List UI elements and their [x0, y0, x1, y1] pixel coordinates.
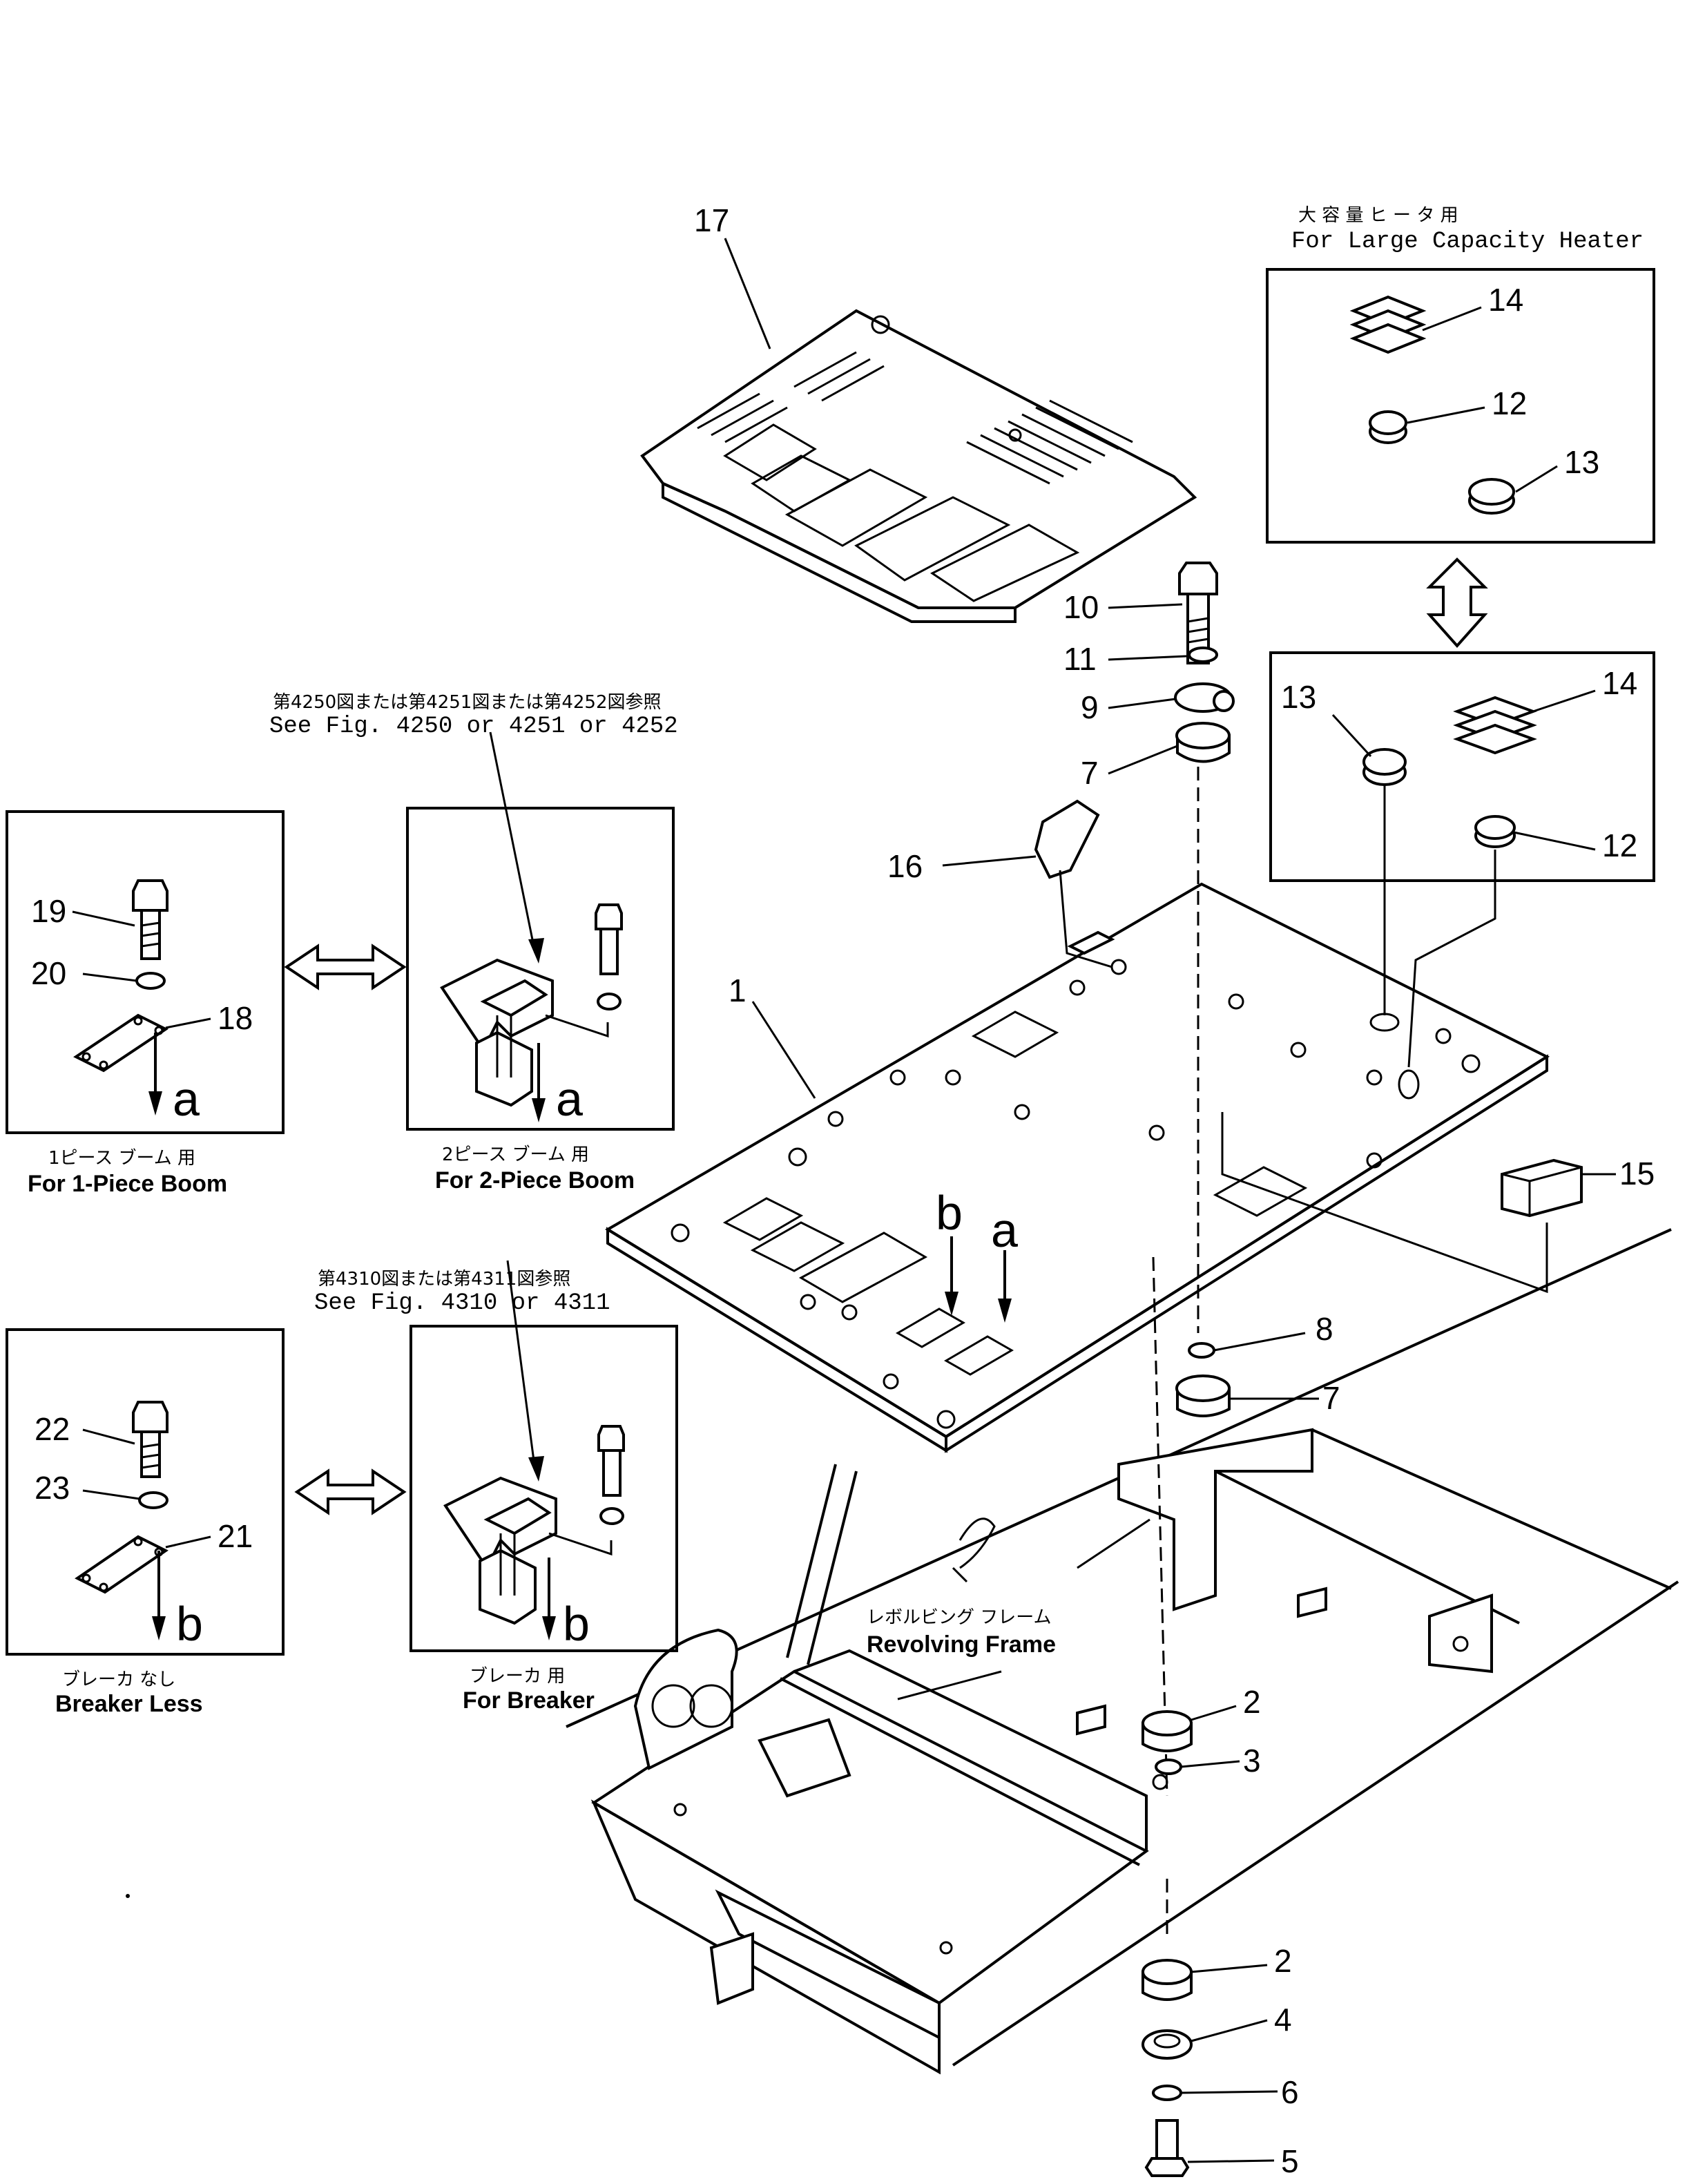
top-cover-part-17 [640, 309, 1197, 623]
callout-17: 17 [694, 202, 729, 238]
callout-5: 5 [1281, 2143, 1299, 2179]
bolt-part-19 [132, 879, 168, 960]
plug-part-14-large [1349, 295, 1427, 354]
bolt-part-5 [1144, 2119, 1190, 2177]
letter-b-breaker-less: b [176, 1597, 203, 1651]
double-arrow-breaker [294, 1468, 407, 1515]
letter-a-one-piece: a [173, 1072, 200, 1126]
caption-fig-ref-boom-jp: 第4250図または第4251図または第4252図参照 [273, 692, 662, 713]
cover-plate-part-21 [75, 1535, 168, 1594]
caption-one-piece-jp: 1ピース ブーム 用 [48, 1148, 195, 1169]
cushion-part-2-upper [1142, 1710, 1193, 1752]
letter-a-plate: a [991, 1203, 1018, 1257]
caption-for-breaker-en: For Breaker [463, 1687, 595, 1714]
callout-12: 12 [1492, 385, 1527, 421]
cushion-part-7-upper [1175, 722, 1231, 763]
callout-9: 9 [1081, 689, 1099, 725]
washer-part-20 [135, 972, 166, 990]
letter-b-for-breaker: b [563, 1597, 590, 1651]
caption-breaker-less-jp: ブレーカ なし [62, 1669, 175, 1690]
bracket-part-16 [1034, 799, 1100, 879]
washer-part-8 [1188, 1342, 1215, 1359]
cushion-part-7-lower [1175, 1374, 1231, 1417]
caption-two-piece-jp: 2ピース ブーム 用 [442, 1144, 589, 1165]
callout-6: 6 [1281, 2074, 1299, 2110]
caption-fig-ref-boom-en: See Fig. 4250 or 4251 or 4252 [269, 713, 678, 740]
standard-heater-box [1269, 651, 1655, 882]
callout-2-lower: 2 [1274, 1943, 1292, 1979]
double-arrow-vertical [1426, 557, 1488, 649]
caption-two-piece-en: For 2-Piece Boom [435, 1167, 635, 1194]
leader-lines [72, 238, 1616, 2163]
bracket-two-piece-boom [440, 958, 554, 1107]
caption-revolving-frame-en: Revolving Frame [867, 1631, 1056, 1658]
revolving-frame [566, 1228, 1679, 2075]
cover-plate-part-18 [73, 1013, 168, 1073]
callout-11: 11 [1063, 641, 1097, 677]
caption-for-breaker-jp: ブレーカ 用 [470, 1666, 565, 1687]
callout-13: 13 [1564, 444, 1599, 480]
caption-fig-ref-breaker-en: See Fig. 4310 or 4311 [314, 1290, 610, 1316]
callout-numbers: 17 14 12 13 10 11 9 7 13 14 12 16 1 15 1… [31, 202, 1655, 2179]
bolt-for-breaker [597, 1425, 625, 1497]
breaker-less-box [6, 1328, 285, 1656]
detail-letters: a a b b b a [173, 1072, 1018, 1651]
double-arrow-boom [284, 943, 407, 990]
callout-7-upper: 7 [1081, 755, 1099, 791]
callout-14: 14 [1488, 282, 1523, 318]
plug-part-13-large [1468, 478, 1515, 515]
caption-large-heater-en: For Large Capacity Heater [1291, 229, 1644, 255]
callout-15: 15 [1619, 1156, 1655, 1191]
bolt-two-piece-boom [595, 903, 623, 975]
callout-22: 22 [35, 1411, 70, 1447]
callout-12-standard: 12 [1602, 827, 1637, 863]
grommet-part-12-large [1369, 410, 1407, 444]
for-breaker-box [410, 1325, 678, 1652]
plug-part-14-standard [1453, 696, 1537, 755]
callout-16: 16 [887, 848, 923, 884]
callout-10: 10 [1063, 589, 1099, 625]
caption-breaker-less-en: Breaker Less [55, 1691, 203, 1717]
bolt-part-22 [132, 1401, 168, 1478]
callout-23: 23 [35, 1470, 70, 1506]
caption-large-heater-jp: 大 容 量 ヒ ー タ 用 [1298, 205, 1458, 226]
grommet-part-12-standard [1474, 815, 1516, 848]
washer-part-3 [1155, 1759, 1182, 1775]
captions: 大 容 量 ヒ ー タ 用 For Large Capacity Heater … [28, 205, 1644, 1717]
plug-part-13-standard [1362, 748, 1407, 786]
callout-20: 20 [31, 955, 66, 991]
callout-2-upper: 2 [1243, 1684, 1261, 1720]
bracket-for-breaker [443, 1476, 557, 1625]
callout-7-lower: 7 [1322, 1380, 1340, 1416]
block-part-15 [1501, 1158, 1583, 1218]
caption-revolving-frame-jp: レボルビング フレーム [867, 1607, 1052, 1628]
bracket-outline [1221, 1112, 1548, 1294]
cushion-part-9 [1174, 682, 1235, 713]
one-piece-boom-box [6, 810, 285, 1134]
caption-one-piece-en: For 1-Piece Boom [28, 1171, 227, 1197]
washer-part-6 [1152, 2085, 1182, 2101]
callout-1: 1 [729, 973, 746, 1008]
letter-a-two-piece: a [556, 1072, 583, 1126]
callout-3: 3 [1243, 1743, 1261, 1779]
bolt-part-10 [1178, 562, 1218, 664]
cushion-part-2-lower [1142, 1959, 1193, 2001]
large-heater-box [1266, 268, 1655, 544]
callout-8: 8 [1316, 1311, 1333, 1347]
two-piece-boom-box [406, 807, 675, 1131]
callout-18: 18 [218, 1000, 253, 1036]
callout-19: 19 [31, 893, 66, 929]
callout-4: 4 [1274, 2002, 1292, 2038]
letter-b-plate: b [936, 1186, 963, 1240]
floor-plate-part-1 [605, 882, 1550, 1453]
caption-fig-ref-breaker-jp: 第4310図または第4311図参照 [318, 1269, 570, 1290]
washer-part-23 [138, 1491, 168, 1509]
callout-14-standard: 14 [1602, 665, 1637, 701]
callout-13-standard: 13 [1281, 679, 1316, 715]
washer-part-4 [1142, 2029, 1193, 2060]
callout-21: 21 [218, 1518, 253, 1554]
washer-part-11 [1188, 646, 1218, 663]
